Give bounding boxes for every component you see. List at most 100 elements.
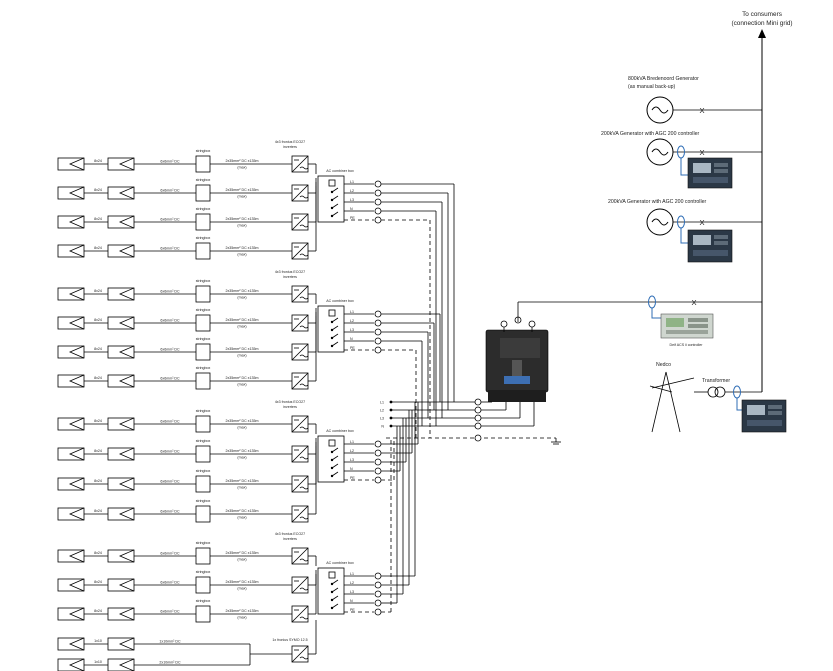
stringbox-icon xyxy=(195,155,211,173)
string-config-label: 8x24 xyxy=(94,419,102,423)
terminal-icon xyxy=(374,328,382,336)
ac-line-label: L2 xyxy=(350,319,354,323)
terminal-icon xyxy=(374,198,382,206)
ac-line-label: L3 xyxy=(350,198,354,202)
nedco-label: Nedco xyxy=(656,362,671,368)
inverter-icon xyxy=(291,645,309,663)
pv-panel-icon xyxy=(107,215,135,229)
pv-panel-icon xyxy=(107,477,135,491)
main-bus-label: L2 xyxy=(380,409,384,413)
pv-panel-icon xyxy=(57,287,85,301)
dc-trunk-label: 2x35mm² DC x135m xyxy=(226,289,259,293)
stringbox-icon xyxy=(195,242,211,260)
terminal-icon xyxy=(374,449,382,457)
dc-trunk-label: 2x35mm² DC x135m xyxy=(226,479,259,483)
generator-1-subtitle: (as manual back-up) xyxy=(628,84,676,90)
inverter-group-title: 4x3 fronius ECO27 xyxy=(275,140,305,144)
dc-cable-label: 6x6mm² DC xyxy=(160,377,180,381)
dc-trunk-max-label: (max) xyxy=(237,195,246,199)
stringbox-label: stringbox xyxy=(196,439,211,443)
stringbox-icon xyxy=(195,475,211,493)
inverter-icon xyxy=(291,213,309,231)
main-bus-label: N xyxy=(381,425,384,429)
dc-trunk-label: 2x35mm² DC x135m xyxy=(226,609,259,613)
pv-panel-icon xyxy=(107,507,135,521)
pv-panel-icon xyxy=(57,549,85,563)
terminal-icon xyxy=(474,422,482,430)
string-config-label: 8x24 xyxy=(94,246,102,250)
agc-controller-icon xyxy=(741,399,787,433)
stringbox-icon xyxy=(195,605,211,623)
dc-trunk-max-label: (max) xyxy=(237,486,246,490)
dc-trunk-label: 2x35mm² DC x135m xyxy=(226,580,259,584)
stringbox-icon xyxy=(195,343,211,361)
pv-panel-icon xyxy=(107,607,135,621)
dc-trunk-max-label: (max) xyxy=(237,166,246,170)
ac-line-label: L1 xyxy=(350,440,354,444)
string-config-label: 8x24 xyxy=(94,159,102,163)
terminal-icon xyxy=(374,346,382,354)
dc-trunk-label: 2x35mm² DC x135m xyxy=(226,449,259,453)
terminal-icon xyxy=(374,310,382,318)
dc-cable-label: 6x6mm² DC xyxy=(160,290,180,294)
consumers-title: To consumers xyxy=(742,11,782,18)
terminal-icon xyxy=(374,180,382,188)
inverter-group-title: 4x3 fronius ECO27 xyxy=(275,532,305,536)
dc-trunk-max-label: (max) xyxy=(237,516,246,520)
combiner-box-title: AC combiner box xyxy=(326,561,354,565)
stringbox-label: stringbox xyxy=(196,409,211,413)
consumers-subtitle: (connection Mini grid) xyxy=(731,20,792,27)
combiner-box-title: AC combiner box xyxy=(326,299,354,303)
inverter-icon xyxy=(291,314,309,332)
pv-panel-icon xyxy=(107,186,135,200)
string-config-label: 8x24 xyxy=(94,217,102,221)
stringbox-label: stringbox xyxy=(196,207,211,211)
stringbox-icon xyxy=(195,314,211,332)
inverter-icon xyxy=(291,343,309,361)
inverter-icon xyxy=(291,475,309,493)
dc-trunk-max-label: (max) xyxy=(237,587,246,591)
dc-trunk-label: 2x35mm² DC x135m xyxy=(226,419,259,423)
string-config-label: 8x24 xyxy=(94,509,102,513)
stringbox-icon xyxy=(195,184,211,202)
sine-icon xyxy=(651,218,669,226)
ac-line-label: N xyxy=(350,207,353,211)
main-bus-label: L3 xyxy=(380,417,384,421)
pv-panel-icon xyxy=(57,186,85,200)
generator-3-title: 200kVA Generator with AGC 200 controller xyxy=(608,199,707,205)
inverter-group-title: 4x3 fronius ECO27 xyxy=(275,270,305,274)
ac-line-label: L2 xyxy=(350,581,354,585)
dc-cable-label: 6x6mm² DC xyxy=(160,552,180,556)
stringbox-icon xyxy=(195,372,211,390)
breaker-x-1: X xyxy=(699,106,704,115)
dc-cable-label: 6x6mm² DC xyxy=(160,510,180,514)
terminal-icon xyxy=(474,414,482,422)
main-bus xyxy=(386,437,561,445)
grid-connection: Nedco Transformer xyxy=(649,362,787,433)
dc-trunk-max-label: (max) xyxy=(237,456,246,460)
string-config-label: 8x24 xyxy=(94,609,102,613)
inverter-icon xyxy=(291,184,309,202)
pv-panel-icon xyxy=(57,507,85,521)
ac-line-label: PE xyxy=(350,476,355,480)
inverter-icon xyxy=(291,576,309,594)
pv-panel-icon xyxy=(107,244,135,258)
stringbox-label: stringbox xyxy=(196,499,211,503)
ac-line-label: L3 xyxy=(350,590,354,594)
combiner-box xyxy=(317,435,345,483)
dc-trunk-label: 2x35mm² DC x135m xyxy=(226,551,259,555)
dc-trunk-max-label: (max) xyxy=(237,558,246,562)
transformer-label: Transformer xyxy=(702,378,730,384)
inverter-group-subtitle: inverters xyxy=(283,537,297,541)
pv-panel-icon xyxy=(107,447,135,461)
